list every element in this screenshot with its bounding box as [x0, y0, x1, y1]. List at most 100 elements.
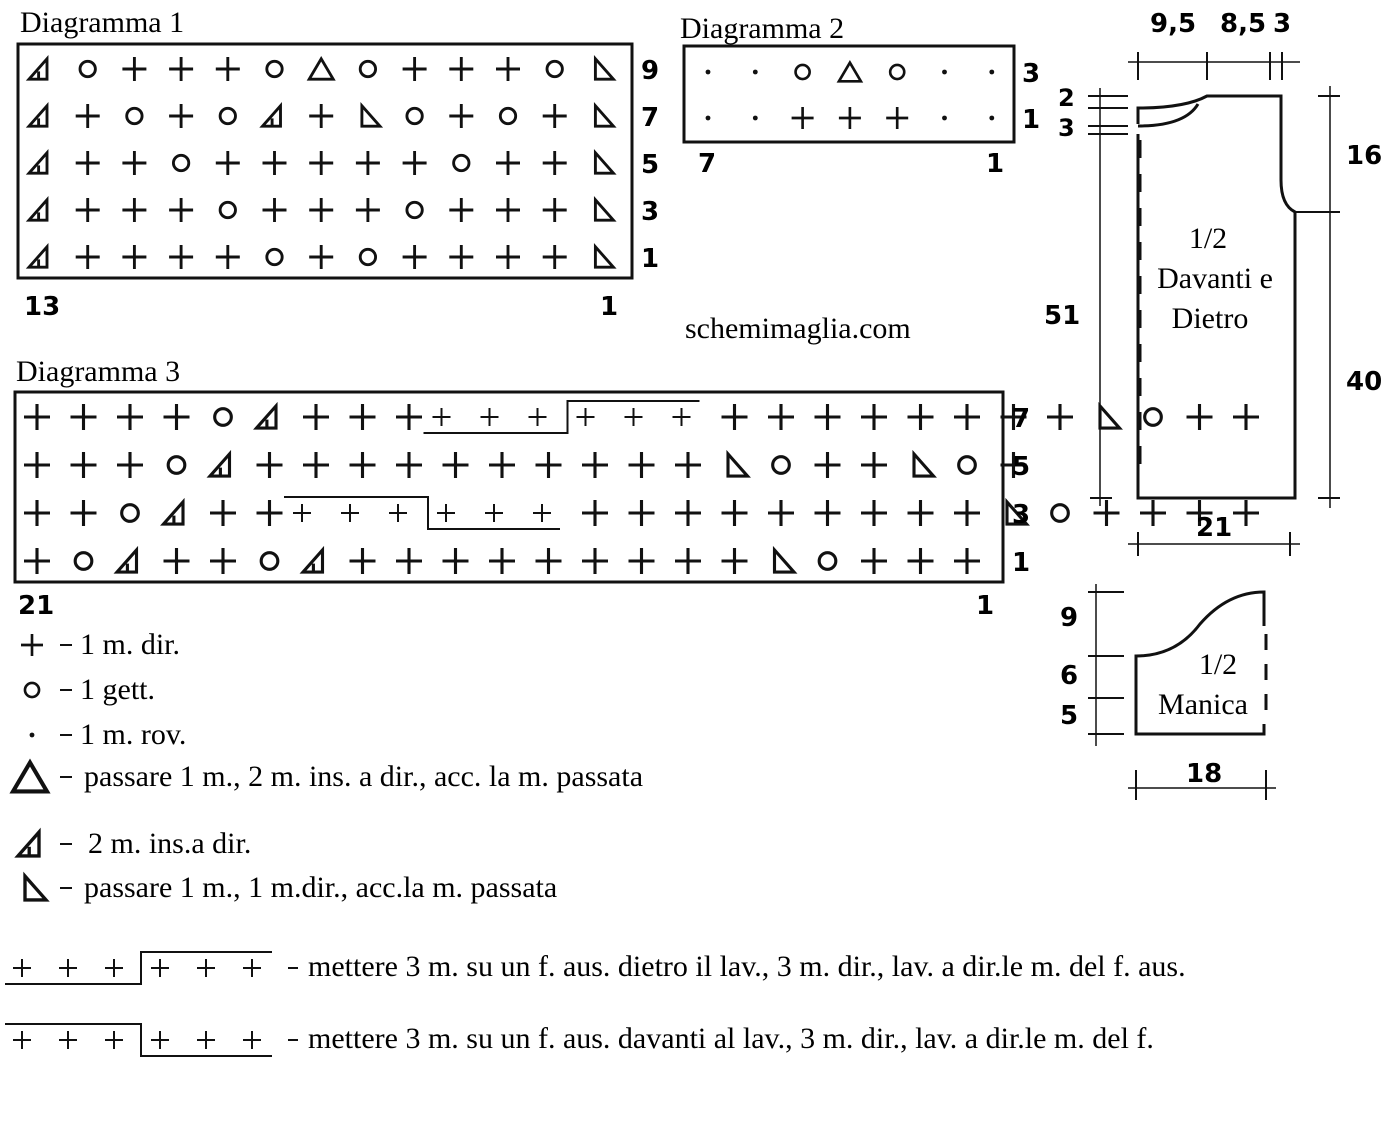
stitch-k	[349, 404, 376, 430]
stitch-k2tog	[25, 54, 49, 81]
stitch-k	[628, 548, 655, 574]
stitch-yo	[166, 455, 187, 475]
stitch-k	[449, 57, 474, 81]
row-label: 5	[1012, 452, 1030, 482]
stitch-k	[169, 104, 194, 128]
stitch-s2kp	[306, 55, 336, 81]
stitch-yo	[213, 407, 233, 427]
row-label: 3	[641, 197, 659, 227]
stitch-s2kp	[9, 758, 51, 794]
stitch-k2tog	[25, 195, 49, 222]
stitch-k	[954, 404, 980, 430]
stitch-p	[705, 115, 711, 121]
body-label-1: 1/2	[1189, 222, 1227, 255]
stitch-yo	[218, 106, 237, 126]
stitch-k	[163, 404, 190, 430]
stitch-k	[449, 245, 474, 269]
legend-text: 2 m. ins.a dir.	[88, 827, 251, 860]
stitch-skp	[593, 101, 617, 128]
stitch-k	[861, 452, 887, 478]
stitch-k	[21, 634, 43, 656]
stitch-yo	[265, 59, 284, 79]
stitch-k	[768, 404, 794, 430]
stitch-k	[542, 104, 567, 128]
stitch-k2tog	[253, 401, 278, 430]
legend-item: passare 1 m., 2 m. ins. a dir., acc. la …	[9, 758, 643, 794]
stitch-k	[24, 500, 50, 526]
stitch-k	[442, 452, 469, 478]
stitch-k	[355, 151, 380, 175]
stitch-k	[117, 404, 143, 430]
stitch-p	[942, 115, 947, 121]
left-dim-total: 51	[1044, 301, 1080, 331]
diagram-2-col-right: 1	[986, 149, 1004, 179]
stitch-k	[886, 107, 909, 129]
stitch-k	[122, 151, 147, 175]
stitch-k	[721, 404, 748, 430]
stitch-k	[355, 198, 380, 222]
stitch-k	[449, 198, 474, 222]
stitch-yo	[405, 200, 424, 220]
diagram-3-cables	[284, 400, 700, 530]
diagram-2-grid	[705, 60, 995, 129]
diagram-3-grid	[24, 401, 1259, 574]
legend-text: passare 1 m., 2 m. ins. a dir., acc. la …	[84, 760, 643, 793]
stitch-k	[169, 245, 194, 269]
stitch-yo	[259, 551, 280, 571]
stitch-k	[169, 57, 194, 81]
stitch-yo	[888, 63, 906, 81]
diagram-2-col-left: 7	[698, 149, 716, 179]
legend-item: passare 1 m., 1 m.dir., acc.la m. passat…	[23, 871, 557, 904]
sleeve-schematic-labels: 1/2 Manica 9 6 5 18	[1060, 603, 1248, 789]
stitch-k2tog	[113, 545, 139, 574]
stitch-k	[402, 245, 427, 269]
stitch-p	[705, 69, 711, 75]
stitch-k	[309, 245, 334, 269]
stitch-skp	[1005, 497, 1030, 526]
legend-text: 1 m. rov.	[80, 718, 186, 751]
stitch-skp	[912, 449, 937, 478]
legend-text: passare 1 m., 1 m.dir., acc.la m. passat…	[84, 871, 557, 904]
diagram-1-col-right: 1	[600, 292, 618, 322]
stitch-k	[582, 452, 608, 478]
stitch-k	[75, 151, 100, 175]
row-label: 1	[641, 244, 659, 274]
stitch-k	[210, 548, 236, 574]
left-dim-small-2: 3	[1058, 114, 1075, 142]
stitch-k	[791, 107, 814, 129]
stitch-yo	[218, 200, 237, 220]
stitch-skp	[772, 545, 798, 574]
stitch-k	[675, 500, 701, 526]
stitch-yo	[78, 59, 97, 79]
stitch-k	[954, 500, 980, 526]
stitch-k	[70, 500, 97, 526]
stitch-k	[675, 548, 701, 574]
stitch-k	[24, 452, 50, 478]
bottom-dim: 21	[1196, 513, 1232, 543]
neck-line	[1137, 103, 1200, 128]
stitch-yo	[794, 63, 811, 81]
stitch-k	[396, 404, 422, 430]
stitch-k	[628, 452, 655, 478]
top-dim-2: 8,5	[1220, 9, 1266, 39]
stitch-skp	[593, 195, 617, 222]
left-dim-small-1: 2	[1058, 84, 1075, 112]
stitch-k	[628, 500, 655, 526]
stitch-k	[75, 198, 100, 222]
body-schematic-labels: 1/2 Davanti e Dietro 9,5 8,5 3 2 3 51 16…	[1044, 9, 1382, 543]
stitch-k	[814, 404, 841, 430]
stitch-k	[24, 548, 50, 574]
stitch-k	[838, 107, 861, 129]
stitch-yo	[1050, 503, 1070, 523]
stitch-k	[535, 548, 562, 574]
stitch-k	[396, 452, 422, 478]
stitch-k	[1000, 452, 1027, 478]
stitch-k2tog	[299, 545, 325, 574]
diagram-3-col-right: 1	[976, 591, 994, 621]
stitch-yo	[498, 106, 518, 126]
stitch-k	[262, 198, 287, 222]
sleeve-bottom-dim: 18	[1186, 759, 1222, 789]
stitch-p	[752, 115, 758, 121]
